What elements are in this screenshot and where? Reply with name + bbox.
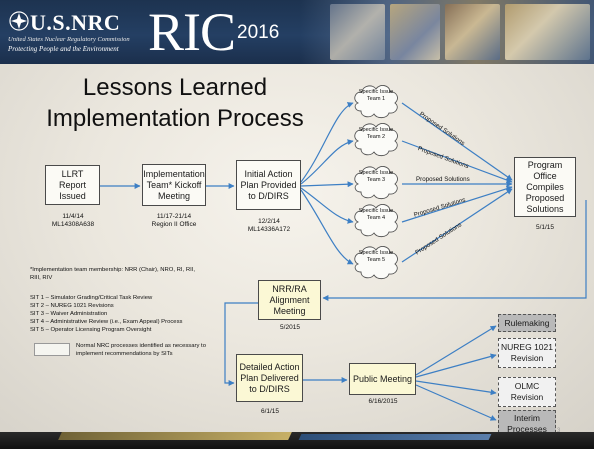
arrow-public-to-olmc xyxy=(415,380,497,396)
sit-1: SIT 1 – Simulator Grading/Critical Task … xyxy=(30,295,153,301)
arrow-plan-to-team-3 xyxy=(300,181,354,188)
team-4-label: Specific Issue Team 4 xyxy=(358,208,394,221)
team-5-label: Specific Issue Team 5 xyxy=(358,250,394,263)
team-2-label: Specific Issue Team 2 xyxy=(358,127,394,140)
arrow-team-4-to-office xyxy=(401,185,513,223)
node-llrt-report-ref: ML14308A638 xyxy=(51,221,95,228)
node-initial-plan-date: 12/2/14 xyxy=(258,218,280,225)
sit-3: SIT 3 – Waiver Administration xyxy=(30,311,108,317)
header-photo-4 xyxy=(505,4,590,60)
cloud-shape-2 xyxy=(354,123,398,157)
node-kickoff-caption: 11/17-21/14 Region II Office xyxy=(140,213,208,229)
slide-footer xyxy=(0,432,594,449)
title-line-1: Lessons Learned xyxy=(82,74,268,101)
header-photo-1 xyxy=(330,4,385,60)
arrow-public-to-rulemaking xyxy=(415,325,497,376)
sit-4: SIT 4 – Administrative Review (i.e., Exa… xyxy=(30,319,183,325)
node-initial-plan: Initial Action Plan Provided to D/DIRS xyxy=(236,160,301,210)
arrow-public-to-nureg xyxy=(415,353,497,378)
arrow-alignment-to-detailed-plan xyxy=(224,302,258,386)
header-photo-2 xyxy=(390,4,440,60)
header-photo-3 xyxy=(445,4,500,60)
outcome-olmc-revision: OLMC Revision xyxy=(498,377,556,407)
sit-5: SIT 5 – Operator Licensing Program Overs… xyxy=(30,327,152,333)
node-llrt-report-date: 11/4/14 xyxy=(62,213,84,220)
node-llrt-report-caption: 11/4/14 ML14308A638 xyxy=(40,213,106,229)
org-tagline: Protecting People and the Environment xyxy=(8,45,119,53)
node-detailed-plan-date: 6/1/15 xyxy=(260,408,280,415)
slide-title: Lessons Learned Implementation Process xyxy=(40,72,310,134)
arrow-team-2-to-office xyxy=(401,140,513,183)
edge-label-team-3: Proposed Solutions xyxy=(416,176,470,183)
arrow-team-5-to-office xyxy=(401,188,513,263)
arrow-team-1-to-office xyxy=(401,102,513,181)
node-llrt-report-label: LLRT Report Issued xyxy=(58,168,86,201)
node-public-meeting: Public Meeting xyxy=(349,363,416,395)
node-alignment-date: 5/2015 xyxy=(280,324,300,331)
node-alignment: NRR/RA Alignment Meeting xyxy=(258,280,321,320)
conference-header: U.S.NRC United States Nuclear Regulatory… xyxy=(0,0,594,64)
conference-year: 2016 xyxy=(237,22,280,43)
node-kickoff-date: 11/17-21/14 xyxy=(156,213,192,220)
org-title: U.S.NRC xyxy=(30,10,121,35)
arrow-office-to-alignment xyxy=(322,200,587,301)
arrow-plan-to-team-2 xyxy=(300,139,354,185)
arrow-plan-to-team-1 xyxy=(300,102,354,183)
sit-list: SIT 1 – Simulator Grading/Critical Task … xyxy=(30,294,230,334)
cloud-shape-3 xyxy=(354,166,398,200)
node-initial-plan-ref: ML14336A172 xyxy=(247,226,291,233)
outcome-rulemaking-label: Rulemaking xyxy=(504,317,550,328)
team-clouds xyxy=(354,85,398,280)
page-number: 3 xyxy=(557,428,561,434)
node-detailed-plan-label: Detailed Action Plan Delivered to D/DIRS xyxy=(239,361,300,394)
legend-swatch xyxy=(34,343,70,356)
node-initial-plan-label: Initial Action Plan Provided to D/DIRS xyxy=(240,168,297,201)
arrow-plan-to-team-4 xyxy=(300,187,354,224)
cloud-shape-4 xyxy=(354,204,398,238)
node-alignment-label: NRR/RA Alignment Meeting xyxy=(269,283,310,316)
team-3-label: Specific Issue Team 3 xyxy=(358,170,394,183)
node-program-office-date: 5/1/15 xyxy=(535,224,555,231)
legend-text: Normal NRC processes identified as neces… xyxy=(76,343,206,357)
cloud-shape-5 xyxy=(354,246,398,280)
conference-logo: RIC xyxy=(148,2,236,62)
node-kickoff: Implementation Team* Kickoff Meeting xyxy=(142,164,206,206)
node-program-office: Program Office Compiles Proposed Solutio… xyxy=(514,157,576,217)
cloud-shape-1 xyxy=(354,85,398,119)
outcome-interim-processes-label: Interim Processes xyxy=(507,413,547,434)
node-kickoff-ref: Region II Office xyxy=(151,221,197,228)
sit-2: SIT 2 – NUREG 1021 Revisions xyxy=(30,303,114,309)
node-initial-plan-caption: 12/2/14 ML14336A172 xyxy=(234,218,304,234)
node-public-meeting-date: 6/16/2015 xyxy=(368,398,398,405)
node-llrt-report: LLRT Report Issued xyxy=(45,165,100,205)
title-line-2: Implementation Process xyxy=(46,105,304,132)
node-kickoff-label: Implementation Team* Kickoff Meeting xyxy=(143,168,205,201)
arrow-plan-to-team-5 xyxy=(300,189,354,265)
team-1-label: Specific Issue Team 1 xyxy=(358,89,394,102)
outcome-nureg-revision: NUREG 1021 Revision xyxy=(498,338,556,368)
org-subtitle: United States Nuclear Regulatory Commiss… xyxy=(8,36,130,43)
membership-note: *Implementation team membership: NRR (Ch… xyxy=(30,267,195,281)
outcome-olmc-revision-label: OLMC Revision xyxy=(510,381,544,402)
outcome-nureg-revision-label: NUREG 1021 Revision xyxy=(501,342,553,363)
node-public-meeting-label: Public Meeting xyxy=(352,373,413,384)
node-detailed-plan: Detailed Action Plan Delivered to D/DIRS xyxy=(236,354,303,402)
nrc-seal-icon xyxy=(9,11,29,31)
arrow-public-to-interim xyxy=(415,384,497,421)
node-program-office-label: Program Office Compiles Proposed Solutio… xyxy=(525,159,565,214)
outcome-rulemaking: Rulemaking xyxy=(498,314,556,332)
footer-gold-stripe xyxy=(58,432,292,440)
footer-blue-stripe xyxy=(298,434,492,440)
